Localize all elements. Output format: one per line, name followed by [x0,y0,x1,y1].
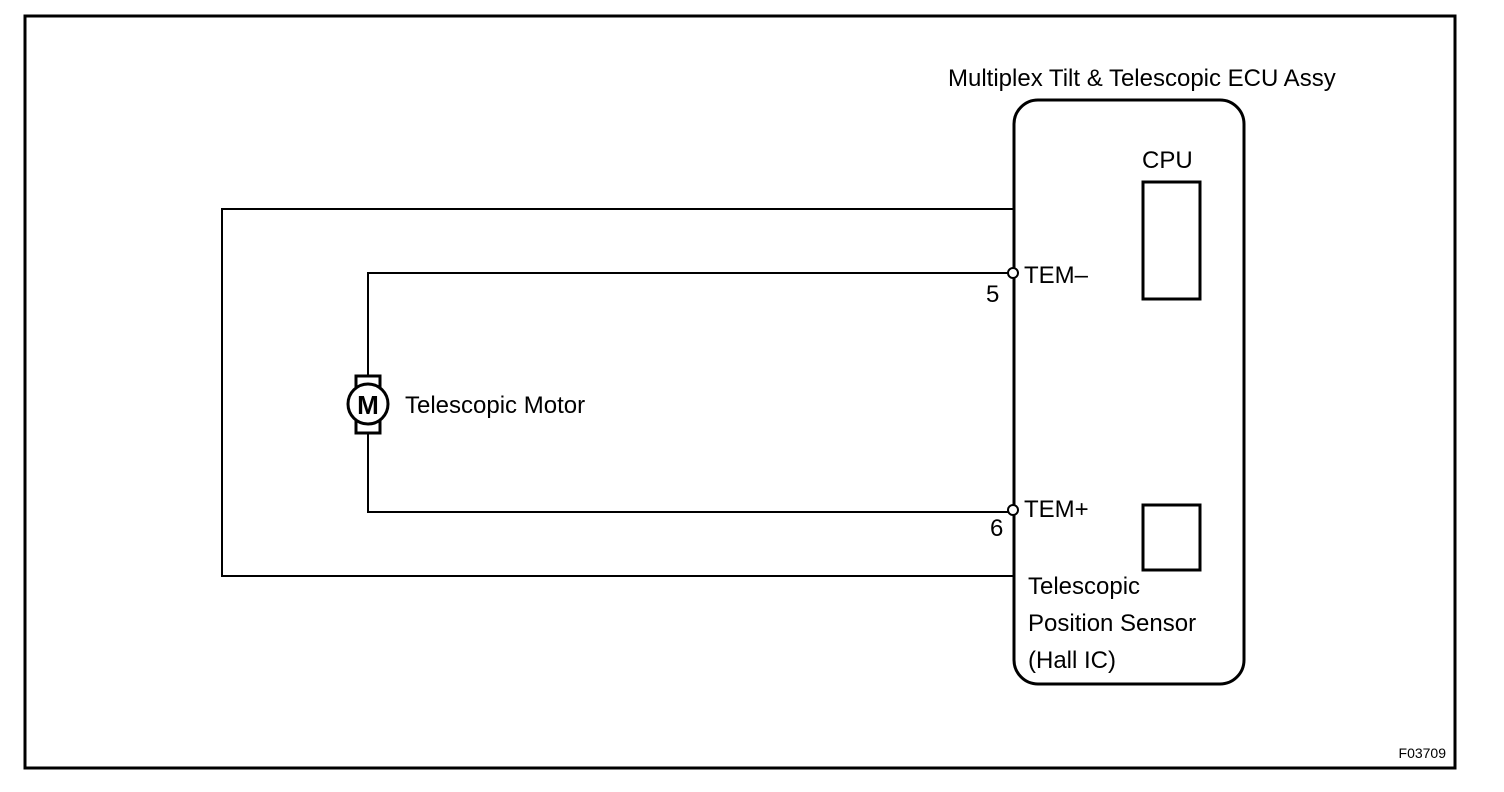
motor-symbol: M [357,390,379,420]
tem-minus-wire [367,272,1008,376]
cpu-label: CPU [1142,147,1193,174]
terminal-tem-minus-connector [1007,267,1019,279]
sensor-label-line-3: (Hall IC) [1028,647,1116,674]
terminal-tem-minus-pin: 5 [986,281,999,308]
motor-label: Telescopic Motor [405,392,585,419]
tem-plus-wire [367,433,1008,513]
terminal-tem-minus-label: TEM– [1024,262,1089,289]
ecu-box [1012,98,1246,686]
terminal-tem-plus-label: TEM+ [1024,496,1089,523]
motor-icon: M [346,374,390,435]
sensor-label-line-2: Position Sensor [1028,610,1196,637]
terminal-tem-plus-pin: 6 [990,515,1003,542]
position-sensor-block [1141,503,1202,572]
figure-code: F03709 [1399,745,1447,761]
ecu-title: Multiplex Tilt & Telescopic ECU Assy [948,65,1336,92]
terminal-tem-plus-connector [1007,504,1019,516]
outer-loop-wire [221,208,1014,577]
diagram-frame [23,14,1457,770]
sensor-label-line-1: Telescopic [1028,573,1140,600]
cpu-block [1141,180,1202,301]
